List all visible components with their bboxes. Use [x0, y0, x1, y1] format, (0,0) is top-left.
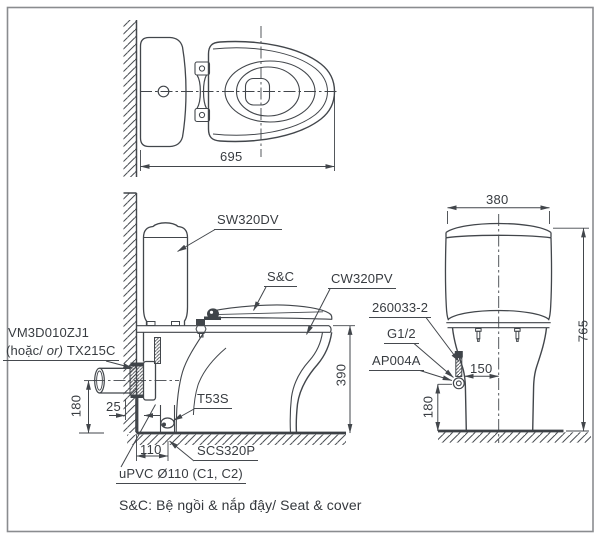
dim-390	[333, 325, 355, 434]
label-connector-code: 260033-2	[369, 300, 432, 318]
rim-band	[136, 325, 332, 333]
label-thread-size: G1/2	[384, 326, 419, 344]
dim-180-side	[79, 380, 104, 434]
dim-overall-depth: 695	[220, 149, 243, 164]
pedestal-rear	[451, 327, 548, 432]
seat-cover-side	[210, 304, 333, 320]
bowl-front	[295, 332, 333, 434]
floor-hatch	[127, 434, 346, 445]
label-inlet-valve-line2: (hoặc/ or) TX215C	[3, 343, 119, 361]
fixing-bolts	[475, 328, 521, 342]
side-leaders	[105, 229, 331, 468]
floor-hatch	[438, 432, 591, 443]
label-cistern-code: SW320DV	[214, 212, 282, 230]
page-frame	[6, 6, 594, 533]
rear-view	[413, 205, 591, 443]
rear-leaders	[413, 317, 460, 381]
cistern-body	[142, 237, 189, 326]
dim-180-rear	[435, 383, 452, 432]
trapway	[175, 331, 205, 434]
dim-tank-width: 380	[486, 192, 509, 207]
cistern-rear-body	[444, 237, 553, 321]
dim-765	[553, 227, 589, 432]
dim-total-height: 765	[575, 319, 591, 343]
cistern-top-outline	[139, 36, 187, 148]
dim-rim-height: 390	[333, 363, 349, 387]
dim-inlet-side-offset: 150	[470, 361, 493, 376]
seat-hinge	[207, 308, 219, 320]
label-inlet-valve-line1: VM3D010ZJ1	[8, 325, 89, 340]
supply-pipe	[93, 360, 179, 401]
wall-hatch	[123, 20, 137, 177]
label-seat-cover-code: S&C	[264, 269, 298, 287]
label-bowl-code: CW320PV	[328, 271, 396, 289]
label-angle-valve-code: AP004A	[369, 353, 424, 371]
dim-inlet-height-side: 180	[68, 394, 84, 418]
dim-380	[447, 205, 550, 224]
drawing-caption: S&C: Bệ ngồi & nắp đậy/ Seat & cover	[119, 497, 362, 513]
dim-25	[109, 399, 161, 420]
dim-695	[140, 96, 335, 171]
label-floor-seal-code: SCS320P	[194, 443, 259, 461]
seat-inlet-valve	[195, 319, 207, 338]
floor-fitting	[160, 417, 175, 429]
dim-wall-clearance: 25	[106, 399, 122, 414]
cistern-lid	[142, 222, 189, 238]
label-floor-fitting-code: T53S	[194, 391, 232, 409]
dim-outlet-from-wall: 110	[140, 442, 162, 457]
dim-inlet-height-rear: 180	[420, 395, 436, 419]
side-view	[79, 192, 355, 468]
top-view	[123, 20, 339, 177]
label-drain-pipe: uPVC Ø110 (C1, C2)	[116, 466, 246, 484]
